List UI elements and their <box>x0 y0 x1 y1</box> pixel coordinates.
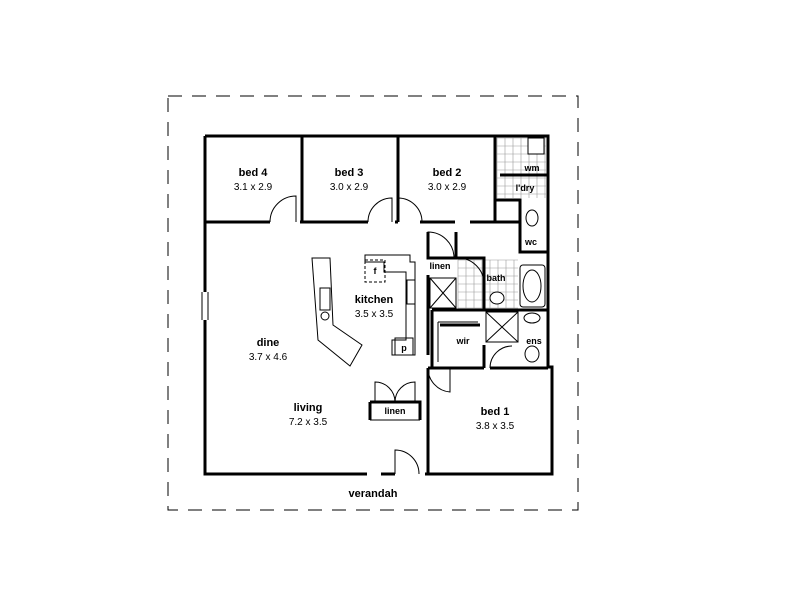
room-label-bed3: bed 3 <box>335 167 364 179</box>
room-label-bed2: bed 2 <box>433 167 462 179</box>
room-label-bed1: bed 1 <box>481 406 510 418</box>
tiled-floor-laundry <box>496 137 546 198</box>
room-label-ldry: l'dry <box>516 183 535 193</box>
west-sliding-door <box>201 292 209 320</box>
room-dims-bed3: 3.0 x 2.9 <box>330 182 369 193</box>
kitchen-bench <box>364 254 416 356</box>
pantry <box>394 337 414 356</box>
verandah-label: verandah <box>349 488 398 500</box>
island-bench <box>311 257 363 367</box>
room-label-wm: wm <box>523 163 539 173</box>
pantry-label: p <box>401 343 407 353</box>
room-dims-bed4: 3.1 x 2.9 <box>234 182 273 193</box>
room-dims-living: 7.2 x 3.5 <box>289 417 328 428</box>
ens-basin <box>523 312 541 324</box>
room-label-bath: bath <box>487 273 506 283</box>
room-label-dine: dine <box>257 337 280 349</box>
tiled-floor-bath <box>457 259 518 309</box>
ens-toilet <box>524 345 540 363</box>
ensuite-shower-cross <box>485 311 519 343</box>
wc-toilet <box>525 209 539 227</box>
room-label-living: living <box>294 402 323 414</box>
room-dims-bed1: 3.8 x 3.5 <box>476 421 515 432</box>
laundry-walls <box>495 173 548 254</box>
wir-shelf <box>437 321 478 362</box>
room-label-bed4: bed 4 <box>239 167 269 179</box>
room-label-linen-top: linen <box>429 261 450 271</box>
verandah-outline <box>167 95 579 511</box>
linen-cupboard-bottom <box>368 400 422 420</box>
cooktop <box>406 279 416 305</box>
bath-basin <box>489 291 505 305</box>
room-label-linen-bottom: linen <box>384 406 405 416</box>
kitchen-sink <box>319 287 331 311</box>
laundry-tub <box>527 137 545 155</box>
room-label-kitchen: kitchen <box>355 294 394 306</box>
room-dims-bed2: 3.0 x 2.9 <box>428 182 467 193</box>
fridge-space <box>364 259 386 283</box>
room-dims-dine: 3.7 x 4.6 <box>249 352 288 363</box>
fridge-label: f <box>374 266 378 276</box>
room-label-wc: wc <box>524 237 537 247</box>
bath-tub-inner <box>522 269 542 303</box>
linen-cupboard-top <box>428 232 458 260</box>
room-label-wir: wir <box>455 336 470 346</box>
room-label-ens: ens <box>526 336 542 346</box>
bedroom-row-walls <box>205 136 520 224</box>
room-dims-kitchen: 3.5 x 3.5 <box>355 309 394 320</box>
door-swings <box>269 195 513 475</box>
sink-bowl <box>320 311 330 321</box>
laundry-shower-cross <box>429 277 457 309</box>
